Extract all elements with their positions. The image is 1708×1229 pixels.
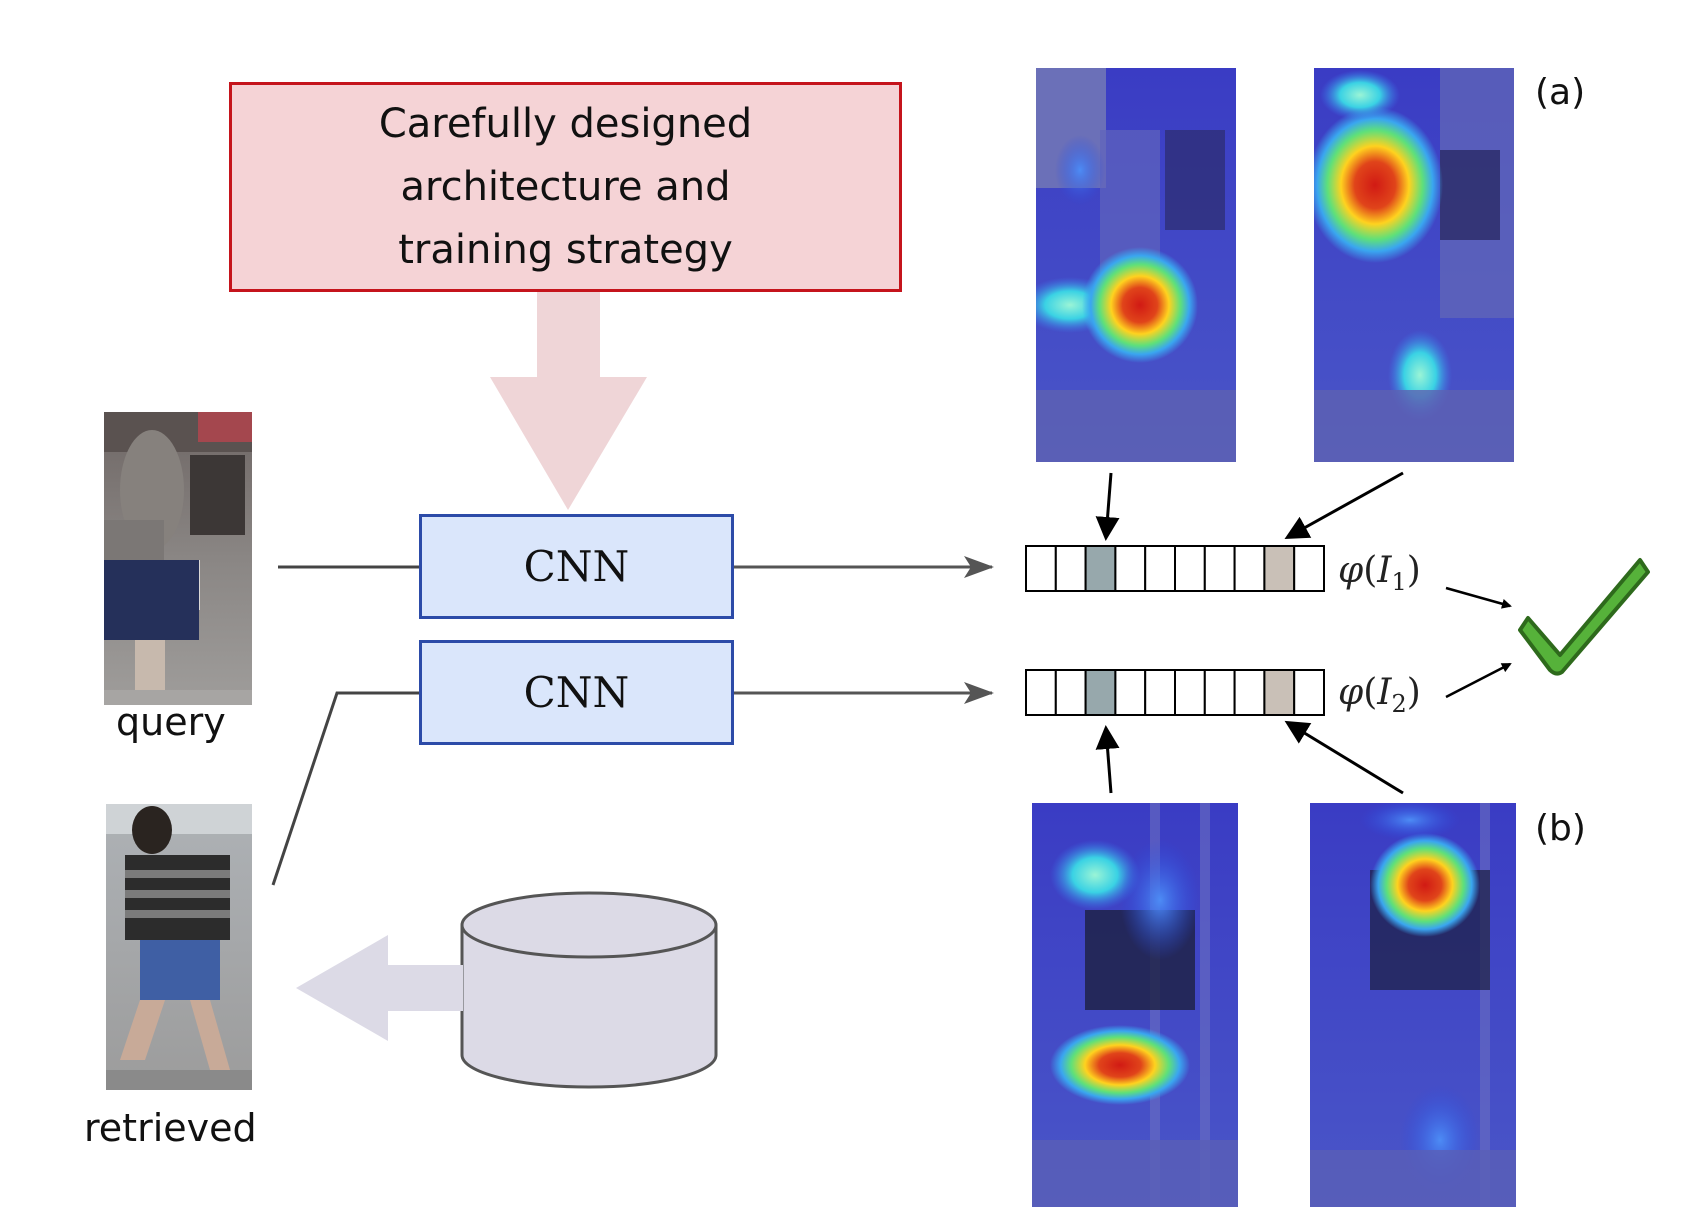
feature-cell: [1025, 669, 1057, 716]
feature-cell: [1203, 669, 1236, 716]
phi-sub-2: 2: [1391, 690, 1407, 719]
cnn-label-2: CNN: [523, 668, 630, 717]
feature-vector-2: [1025, 669, 1325, 716]
feature-cell: [1114, 545, 1147, 592]
phi-func-1: φ: [1338, 550, 1364, 591]
design-box: Carefully designed architecture and trai…: [229, 82, 902, 292]
heatmap-b-2: [1310, 803, 1516, 1207]
tag-b: (b): [1535, 808, 1586, 849]
database-icon: [460, 891, 718, 1089]
feature-cell: [1203, 545, 1236, 592]
query-label: query: [116, 700, 226, 744]
cnn-block-2: CNN: [419, 640, 734, 745]
retrieved-image: [106, 804, 252, 1090]
feature-cell: [1114, 669, 1147, 716]
feature-cell: [1263, 669, 1296, 716]
heatmap-a-1: [1036, 68, 1236, 462]
phi-var-2: I: [1377, 672, 1392, 713]
phi-func-2: φ: [1338, 672, 1364, 713]
feature-cell: [1054, 669, 1087, 716]
phi-var-1: I: [1377, 550, 1392, 591]
tag-a: (a): [1535, 72, 1586, 113]
arrow-left-icon: [296, 935, 463, 1041]
feature-vector-1: [1025, 545, 1325, 592]
feature-cell: [1144, 545, 1176, 592]
feature-cell: [1293, 669, 1325, 716]
retrieved-label: retrieved: [84, 1106, 257, 1150]
phi-sub-1: 1: [1391, 568, 1407, 597]
feature-cell: [1293, 545, 1325, 592]
phi-label-1: φ(I1): [1338, 550, 1421, 597]
design-box-line-3: training strategy: [398, 226, 733, 273]
feature-cell: [1084, 669, 1117, 716]
feature-cell: [1054, 545, 1087, 592]
feature-cell: [1174, 545, 1206, 592]
cnn-block-1: CNN: [419, 514, 734, 619]
heatmap-a-2: [1314, 68, 1514, 462]
feature-cell: [1233, 669, 1266, 716]
design-box-line-1: Carefully designed: [378, 100, 753, 147]
checkmark-icon: [1518, 558, 1650, 676]
query-image: [104, 412, 252, 705]
feature-cell: [1084, 545, 1117, 592]
feature-cell: [1263, 545, 1296, 592]
phi-label-2: φ(I2): [1338, 672, 1421, 719]
arrow-down-icon: [490, 292, 647, 510]
heatmap-b-1: [1032, 803, 1238, 1207]
feature-cell: [1144, 669, 1176, 716]
feature-cell: [1025, 545, 1057, 592]
design-box-line-2: architecture and: [400, 163, 731, 210]
feature-cell: [1174, 669, 1206, 716]
cnn-label-1: CNN: [523, 542, 630, 591]
feature-cell: [1233, 545, 1266, 592]
